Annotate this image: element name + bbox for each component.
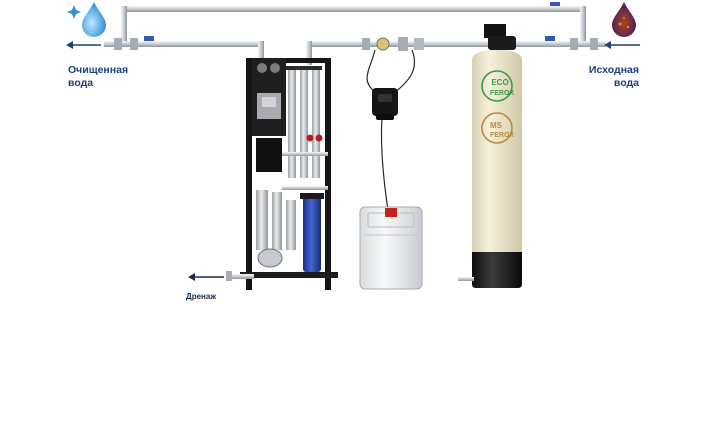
bypass-pipe [121, 2, 586, 44]
eco-ferox-logo: ECO FEROX [481, 70, 514, 102]
dosing-tubes [366, 49, 416, 211]
purified-water-label-line2: вода [68, 77, 94, 89]
ms-logo-top: MS [490, 121, 503, 130]
drain-pipe [226, 271, 254, 281]
dirty-water-drop-icon [612, 2, 636, 37]
ms-ferox-logo: MS FEROX [481, 112, 514, 144]
eco-logo-top: ECO [491, 78, 508, 87]
filter-tank [458, 24, 522, 288]
ms-logo-bottom: FEROX [490, 132, 514, 139]
chemical-canister [359, 206, 423, 290]
source-water-label-line1: Исходная [588, 64, 639, 76]
eco-logo-bottom: FEROX [490, 90, 514, 97]
clean-water-drop-icon [67, 2, 106, 37]
source-water-label: Исходная вода [589, 64, 639, 90]
source-water-label-line2: вода [613, 77, 639, 89]
purified-water-label-line1: Очищенная [68, 64, 129, 76]
dosing-pump [372, 88, 398, 120]
main-pipes [104, 36, 606, 65]
drain-arrow-left-icon [188, 273, 224, 281]
source-arrow-left-icon [604, 41, 640, 49]
purified-water-label: Очищенная вода [68, 64, 128, 90]
drain-label: Дренаж [186, 292, 216, 301]
reverse-osmosis-unit [240, 58, 338, 290]
arrow-left-icon [66, 41, 101, 49]
